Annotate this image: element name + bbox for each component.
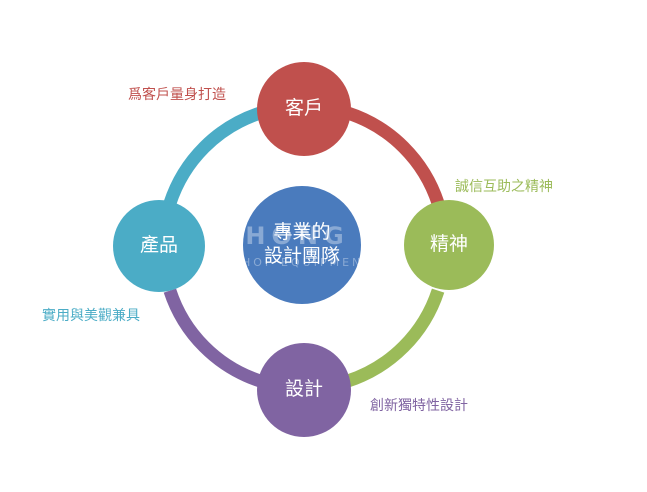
node-customer-label: 客戶 — [284, 97, 323, 120]
caption-spirit: 誠信互助之精神 — [455, 179, 553, 195]
node-product: 產品 — [113, 200, 205, 292]
node-product-label: 產品 — [139, 234, 178, 257]
arc-spirit-to-design — [345, 288, 445, 388]
node-spirit: 精神 — [404, 200, 494, 290]
node-customer: 客戶 — [257, 62, 351, 156]
node-spirit-label: 精神 — [429, 233, 468, 256]
node-design: 設計 — [257, 343, 351, 437]
caption-design: 創新獨特性設計 — [370, 398, 468, 414]
center-label-line1: 專業的 — [273, 221, 331, 244]
center-node: 專業的 設計團隊 — [243, 186, 361, 304]
arc-customer-to-spirit — [345, 106, 445, 206]
arc-design-to-product — [163, 288, 263, 388]
caption-product: 實用與美觀兼具 — [42, 308, 140, 324]
center-label-line2: 設計團隊 — [263, 245, 340, 267]
node-design-label: 設計 — [284, 378, 323, 401]
caption-customer: 爲客戶量身打造 — [128, 87, 226, 103]
arc-product-to-customer — [163, 106, 263, 206]
